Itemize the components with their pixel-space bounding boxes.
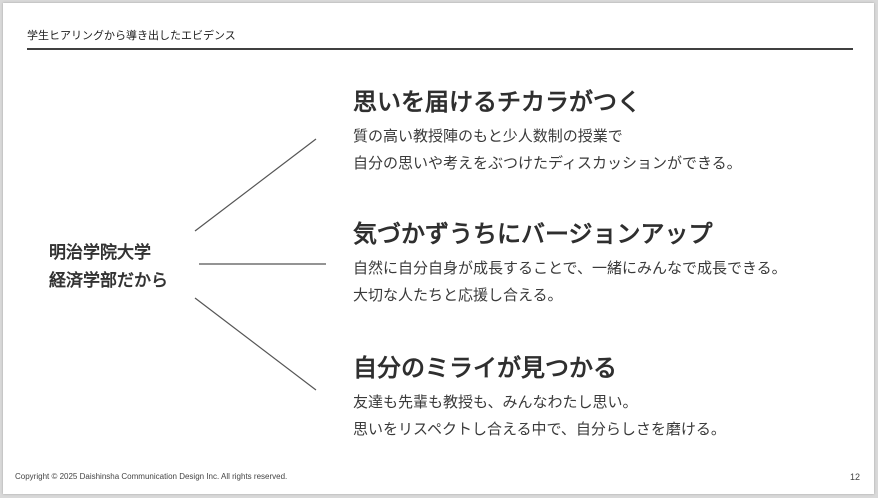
point-body: 自然に自分自身が成長することで、一緒にみんなで成長できる。 大切な人たちと応援し… — [353, 255, 787, 309]
point-body-line: 自然に自分自身が成長することで、一緒にみんなで成長できる。 — [353, 259, 787, 277]
slide-title: 学生ヒアリングから導き出したエビデンス — [27, 29, 236, 42]
point-block-3: 自分のミライが見つかる 友達も先輩も教授も、みんなわたし思い。 思いをリスペクト… — [353, 353, 726, 443]
point-block-2: 気づかずうちにバージョンアップ 自然に自分自身が成長することで、一緒にみんなで成… — [353, 219, 787, 309]
faculty-label-line2: 経済学部だから — [49, 271, 168, 291]
point-body-line: 自分の思いや考えをぶつけたディスカッションができる。 — [353, 154, 742, 172]
point-title: 思いを届けるチカラがつく — [353, 88, 641, 116]
header-divider — [27, 48, 853, 50]
point-body-line: 質の高い教授陣のもと少人数制の授業で — [353, 127, 623, 145]
copyright-notice: Copyright © 2025 Daishinsha Communicatio… — [15, 472, 288, 481]
connector-line-top — [194, 138, 317, 232]
faculty-label: 明治学院大学 経済学部だから — [49, 239, 168, 295]
point-title: 自分のミライが見つかる — [353, 354, 617, 382]
page-number: 12 — [850, 472, 861, 482]
point-body-line: 大切な人たちと応援し合える。 — [353, 286, 563, 304]
point-body-line: 思いをリスペクトし合える中で、自分らしさを磨ける。 — [353, 420, 726, 438]
point-body: 質の高い教授陣のもと少人数制の授業で 自分の思いや考えをぶつけたディスカッション… — [353, 123, 742, 177]
point-body-line: 友達も先輩も教授も、みんなわたし思い。 — [353, 393, 638, 411]
point-body: 友達も先輩も教授も、みんなわたし思い。 思いをリスペクトし合える中で、自分らしさ… — [353, 389, 726, 443]
point-block-1: 思いを届けるチカラがつく 質の高い教授陣のもと少人数制の授業で 自分の思いや考え… — [353, 87, 742, 177]
slide: 学生ヒアリングから導き出したエビデンス 明治学院大学 経済学部だから 思いを届け… — [3, 3, 874, 494]
connector-line-bottom — [194, 297, 317, 391]
point-title: 気づかずうちにバージョンアップ — [353, 220, 713, 248]
faculty-label-line1: 明治学院大学 — [49, 243, 151, 263]
